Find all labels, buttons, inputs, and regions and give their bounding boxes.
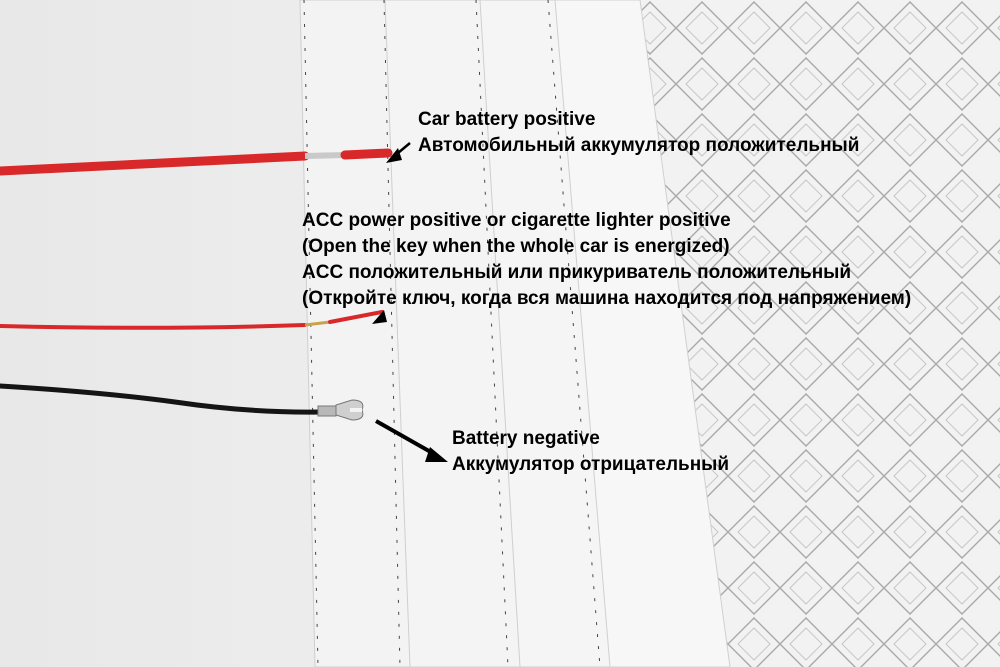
acc-positive-note-en: (Open the key when the whole car is ener… xyxy=(302,236,730,257)
acc-positive-label: ACC power positive or cigarette lighter … xyxy=(302,208,911,312)
battery-positive-label-en: Car battery positive xyxy=(418,109,596,130)
black-wire-battery-negative xyxy=(0,383,364,421)
battery-negative-label-en: Battery negative xyxy=(452,428,600,449)
battery-negative-label-ru: Аккумулятор отрицательный xyxy=(452,454,730,475)
red-wire-battery-positive xyxy=(0,148,393,176)
acc-positive-label-ru: ACC положительный или прикуриватель поло… xyxy=(302,262,852,283)
acc-positive-note-ru: (Откройте ключ, когда вся машина находит… xyxy=(302,288,912,309)
heating-mesh-pad xyxy=(640,0,1000,667)
arrow-battery-negative xyxy=(375,419,448,462)
battery-positive-label-ru: Автомобильный аккумулятор положительный xyxy=(418,135,860,156)
arrow-acc-positive xyxy=(372,310,387,324)
arrow-battery-positive xyxy=(386,142,411,163)
battery-negative-label: Battery negative Аккумулятор отрицательн… xyxy=(452,426,729,478)
battery-positive-label: Car battery positive Автомобильный аккум… xyxy=(418,107,859,159)
acc-positive-label-en: ACC power positive or cigarette lighter … xyxy=(302,210,731,231)
red-wire-acc-positive xyxy=(0,310,384,330)
paper-sheets xyxy=(299,0,731,667)
